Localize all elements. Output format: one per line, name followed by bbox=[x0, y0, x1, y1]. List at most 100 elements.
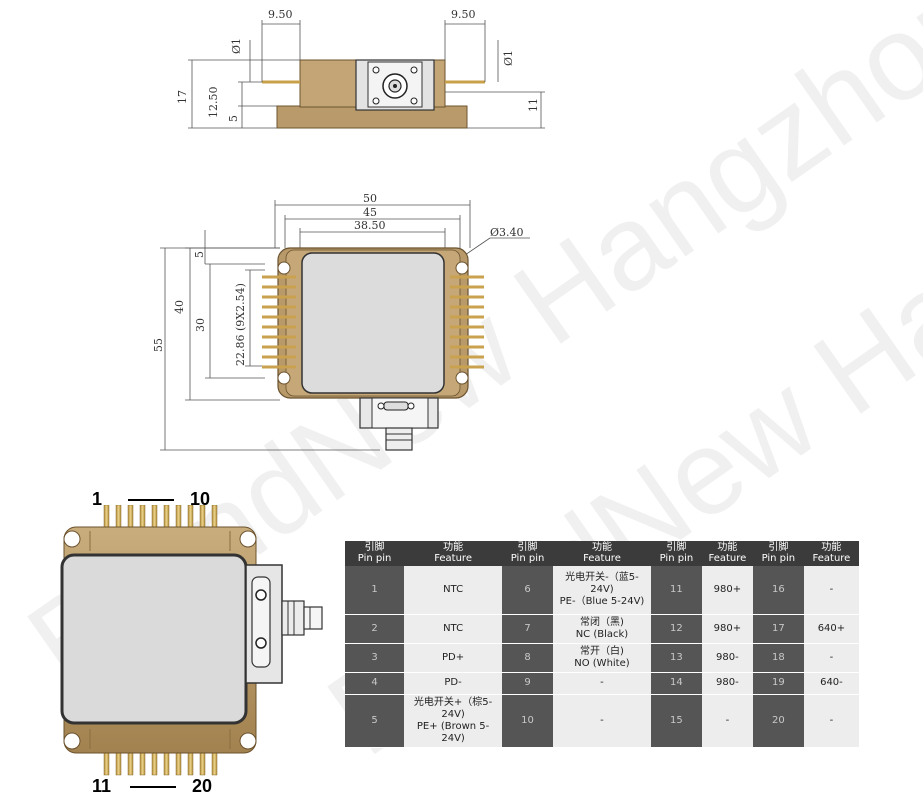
cell-line: 2 bbox=[371, 622, 378, 634]
feature-cell: 980- bbox=[701, 672, 753, 695]
pin-marker-11: 11 bbox=[92, 776, 112, 796]
cell-line: 19 bbox=[772, 677, 785, 688]
dim-left-width: 9.50 bbox=[268, 8, 293, 21]
feature-cell: NTC bbox=[404, 566, 503, 615]
cell-line: 640+ bbox=[817, 622, 846, 634]
header-line: 功能 bbox=[821, 542, 842, 553]
table-row: 4 PD- 9 - 14 980- 19 640- bbox=[345, 672, 859, 695]
sma-connector bbox=[385, 427, 413, 451]
cell-line: 12 bbox=[670, 622, 683, 634]
pin-number-cell: 12 bbox=[650, 614, 702, 644]
pin-number-cell: 6 bbox=[502, 566, 554, 615]
cell-line: 5 bbox=[371, 714, 378, 726]
header-line: Pin pin bbox=[659, 553, 694, 564]
cell-line: NO (White) bbox=[574, 657, 630, 669]
pin-number-cell: 2 bbox=[345, 614, 405, 644]
pin-number-cell: 13 bbox=[650, 643, 702, 673]
feature-cell: 640- bbox=[803, 672, 859, 695]
cell-line: 13 bbox=[670, 651, 683, 663]
feature-cell: - bbox=[701, 694, 753, 748]
feature-cell: 光电开关+（棕5-24V)PE+ (Brown 5-24V) bbox=[404, 694, 503, 748]
feature-cell: NTC bbox=[404, 614, 503, 644]
cell-line: 16 bbox=[772, 583, 785, 595]
feature-cell: 980+ bbox=[701, 614, 753, 644]
feature-cell: - bbox=[803, 694, 859, 748]
cell-line: 14 bbox=[670, 677, 683, 688]
cell-line: 10 bbox=[521, 714, 534, 726]
header-line: Feature bbox=[708, 553, 747, 564]
cell-line: - bbox=[600, 677, 604, 688]
pin-number-cell: 11 bbox=[650, 566, 702, 615]
dim-width-outer: 50 bbox=[363, 192, 377, 205]
pin-marker-10: 10 bbox=[190, 489, 211, 509]
cell-line: 640- bbox=[820, 677, 843, 688]
front-view-drawing: 50 45 38.50 Ø3.40 55 40 30 22.86 (9X2.54… bbox=[152, 192, 530, 451]
cell-line: 1 bbox=[371, 583, 378, 595]
pin-row-right bbox=[450, 275, 484, 369]
pin-number-cell: 17 bbox=[752, 614, 804, 644]
dim-pin-span: 22.86 (9X2.54) bbox=[234, 283, 247, 366]
cell-line: - bbox=[829, 583, 834, 595]
cell-line: - bbox=[829, 651, 834, 663]
header-line: 引脚 bbox=[364, 542, 385, 553]
pin-number-cell: 1 bbox=[345, 566, 405, 615]
table-row: 3 PD+ 8 常开（白)NO (White) 13 980- 18 - bbox=[345, 643, 859, 673]
feature-cell: - bbox=[803, 643, 859, 673]
dim-width-mid: 45 bbox=[363, 206, 377, 219]
pin-number-cell: 3 bbox=[345, 643, 405, 673]
cell-line: 7 bbox=[524, 622, 531, 634]
pin-marker-line-top bbox=[128, 499, 174, 501]
cell-line: 4 bbox=[371, 677, 378, 688]
pin-number-cell: 8 bbox=[502, 643, 554, 673]
feature-cell: 640+ bbox=[803, 614, 859, 644]
cell-line: PD+ bbox=[442, 651, 465, 663]
cell-line: 6 bbox=[524, 583, 531, 595]
feature-cell: - bbox=[803, 566, 859, 615]
dim-hole-dia: Ø3.40 bbox=[490, 226, 524, 239]
cell-line: 9 bbox=[524, 677, 531, 688]
feature-cell: 980+ bbox=[701, 566, 753, 615]
cell-line: 常开（白) bbox=[580, 645, 624, 657]
cell-line: - bbox=[829, 714, 834, 726]
cell-line: 980- bbox=[716, 677, 739, 688]
cell-line: 20 bbox=[772, 714, 785, 726]
header-line: 功能 bbox=[717, 542, 738, 553]
module-render bbox=[60, 505, 323, 776]
cell-line: 18 bbox=[772, 651, 785, 663]
dim-right-width: 9.50 bbox=[451, 8, 476, 21]
dim-height-pin: 12.50 bbox=[207, 87, 220, 119]
pin-number-cell: 15 bbox=[650, 694, 702, 748]
sma-connector bbox=[281, 600, 305, 636]
pin-marker-20: 20 bbox=[192, 776, 213, 796]
cell-line: 15 bbox=[670, 714, 683, 726]
header-line: 功能 bbox=[591, 542, 612, 553]
dim-pin-dia-left: Ø1 bbox=[230, 38, 243, 54]
dim-height-total: 17 bbox=[176, 90, 189, 104]
pin-marker-line-bottom bbox=[130, 786, 176, 788]
pin-number-cell: 7 bbox=[502, 614, 554, 644]
cell-line: 11 bbox=[670, 583, 683, 595]
feature-cell: - bbox=[553, 694, 651, 748]
feature-cell: - bbox=[553, 672, 651, 695]
mounting-holes bbox=[277, 261, 469, 385]
cell-line: 3 bbox=[371, 651, 378, 663]
cell-line: 常闭（黑) bbox=[580, 616, 624, 628]
cell-line: 980- bbox=[716, 651, 739, 663]
header-line: Pin pin bbox=[357, 553, 392, 564]
cell-line: 8 bbox=[524, 651, 531, 663]
feature-cell: PD- bbox=[404, 672, 503, 695]
header-line: 引脚 bbox=[768, 542, 789, 553]
pin-number-cell: 16 bbox=[752, 566, 804, 615]
face-plate bbox=[60, 553, 248, 725]
table-row: 5 光电开关+（棕5-24V)PE+ (Brown 5-24V) 10 - 15 - 20 - bbox=[345, 694, 859, 748]
dim-height-body: 40 bbox=[173, 300, 186, 314]
pin-number-cell: 18 bbox=[752, 643, 804, 673]
cell-line: 17 bbox=[772, 622, 785, 634]
